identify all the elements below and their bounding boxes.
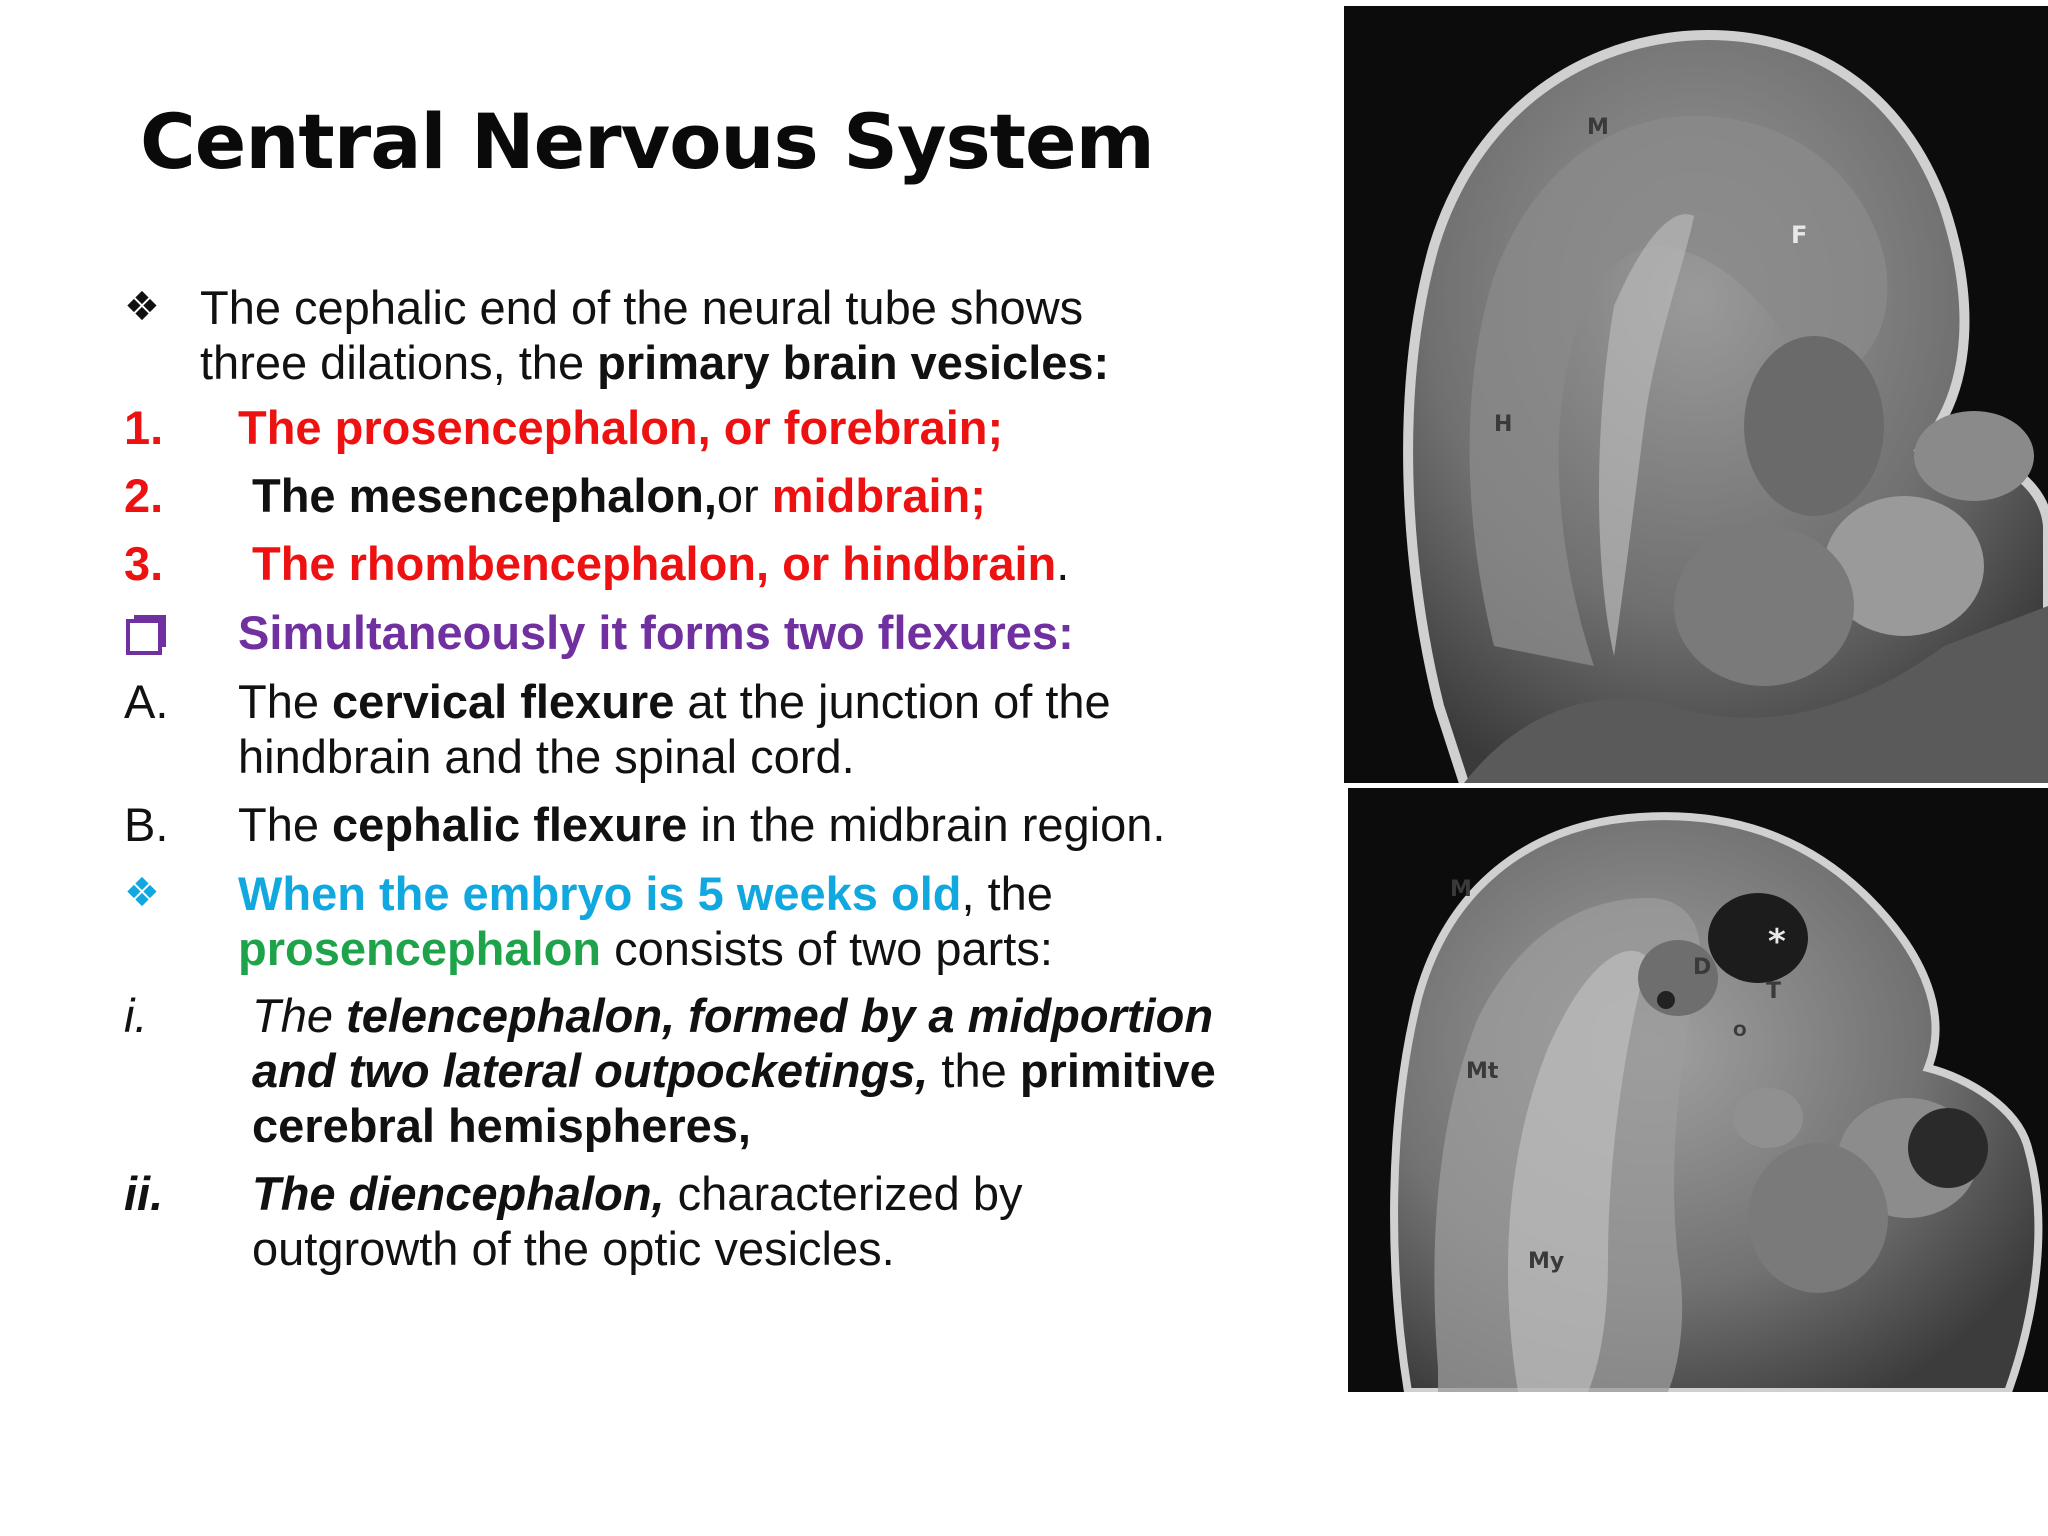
weeks-text: When the embryo is 5 weeks old, the pros… (238, 866, 1318, 976)
embryo-micrograph-bottom: M D T O * Mt My (1348, 788, 2048, 1392)
intro-line-2-bold: primary brain vesicles: (597, 336, 1110, 389)
part-line-2-plain: the (928, 1044, 1020, 1097)
image-label: T (1766, 979, 1781, 1004)
flexure-text: The cervical flexure at the junction of … (238, 674, 1318, 784)
intro-line-1: The cephalic end of the neural tube show… (200, 281, 1084, 334)
weeks-cyan-text: When the embryo is 5 weeks old (238, 867, 962, 920)
image-label: M (1450, 877, 1472, 902)
image-label: * (1768, 922, 1786, 962)
image-label: M (1587, 115, 1609, 140)
weeks-after-cyan: , the (961, 867, 1053, 920)
intro-line-2-plain: three dilations, the (200, 336, 598, 389)
vesicle-number: 3. (124, 537, 164, 590)
diamond-bullet-icon: ❖ (124, 871, 160, 915)
vesicle-text: The rhombencephalon, or hindbrain. (252, 536, 1332, 591)
flexure-letter: B. (124, 798, 169, 851)
part-line-1-italic: The (252, 989, 347, 1042)
part-text: The telencephalon, formed by a midportio… (252, 988, 1332, 1153)
part-line-2-plain: outgrowth of the optic vesicles. (252, 1222, 895, 1275)
embryo-illustration-bottom: M D T O * Mt My (1348, 788, 2048, 1392)
flexure-letter: A. (124, 675, 169, 728)
flexure-line-2: hindbrain and the spinal cord. (238, 730, 855, 783)
flexure-bold: cervical flexure (332, 675, 675, 728)
image-label: O (1733, 1021, 1747, 1040)
vesicle-bold-black: The mesencephalon, (252, 469, 717, 522)
vesicle-plain: . (1056, 537, 1070, 590)
vesicle-number: 1. (124, 401, 164, 454)
image-label: F (1791, 221, 1807, 249)
part-line-2-bold: primitive (1019, 1044, 1216, 1097)
diamond-bullet-icon: ❖ (124, 285, 160, 329)
weeks-green-text: prosencephalon (238, 922, 602, 975)
part-line-3-bold: cerebral hemispheres, (252, 1099, 751, 1152)
image-label: H (1494, 412, 1512, 437)
flexure-text: The cephalic flexure in the midbrain reg… (238, 797, 1318, 852)
vesicle-plain: or (716, 469, 772, 522)
image-label: Mt (1466, 1059, 1499, 1084)
vesicle-bold-red: The rhombencephalon, or hindbrain (252, 537, 1057, 590)
vesicle-number: 2. (124, 469, 164, 522)
vesicle-text: The mesencephalon,or midbrain; (252, 468, 1332, 523)
image-label: My (1528, 1249, 1564, 1274)
part-line-1-bold-italic: telencephalon, formed by a midportion (346, 989, 1214, 1042)
vesicle-bold-red: midbrain; (771, 469, 986, 522)
flexure-bold: cephalic flexure (332, 798, 688, 851)
flexure-pre: The (238, 675, 333, 728)
image-label: D (1693, 955, 1711, 980)
part-line-1-plain: characterized by (664, 1167, 1023, 1220)
flexure-post: in the midbrain region. (687, 798, 1166, 851)
flexure-pre: The (238, 798, 333, 851)
slide-title: Central Nervous System (140, 97, 1155, 186)
embryo-illustration-top: M F H (1344, 6, 2048, 783)
vesicle-text: The prosencephalon, or forebrain; (238, 401, 1004, 454)
part-numeral: i. (124, 989, 148, 1042)
flexures-heading-text: Simultaneously it forms two flexures: (238, 606, 1074, 659)
flexure-post: at the junction of the (674, 675, 1111, 728)
intro-text: The cephalic end of the neural tube show… (200, 280, 1280, 390)
part-line-1-bold-italic: The diencephalon, (252, 1167, 665, 1220)
embryo-micrograph-top: M F H (1344, 6, 2048, 783)
part-numeral: ii. (124, 1167, 164, 1220)
part-text: The diencephalon, characterized by outgr… (252, 1166, 1332, 1276)
weeks-after-green: consists of two parts: (601, 922, 1053, 975)
part-line-2-bold-italic: and two lateral outpocketings, (252, 1044, 929, 1097)
